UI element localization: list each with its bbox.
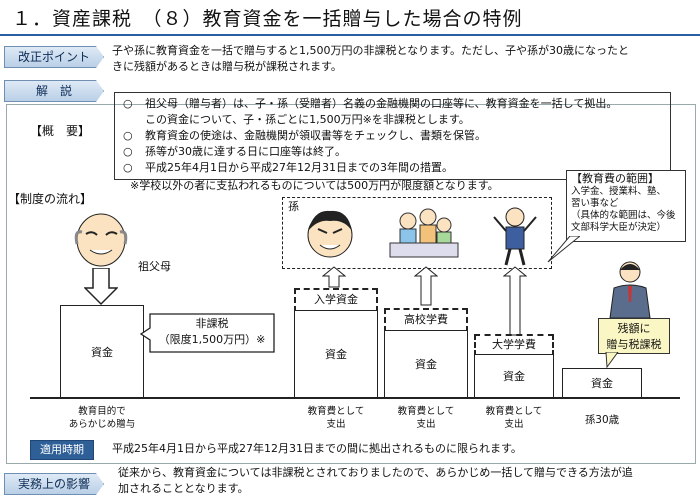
fund-box-stage2: 資金 (384, 330, 468, 398)
kaisetsu-tag: 解 説 (4, 80, 104, 102)
tax-free-callout: 非課税 （限度1,500万円）※ (158, 317, 266, 346)
caption-stage3: 教育費として支出 (485, 406, 543, 430)
caption-age30: 孫30歳 (584, 414, 620, 426)
grandchild-group (282, 197, 552, 269)
gaiyo-item: ○教育資金の使途は、金融機関が領収書等をチェックし、書類を保管。 (123, 129, 486, 142)
caption-stage1: 教育費として支出 (307, 406, 365, 430)
timeline-baseline (30, 397, 680, 399)
gaiyo-label: 【概 要】 (30, 124, 91, 138)
kyoikuhi-note: 【教育費の範囲】 入学金、授業料、塾、 習い事など （具体的な範囲は、今後 文部… (566, 170, 686, 242)
tax-free-callout-shape (140, 313, 275, 353)
kyoikuhi-title: 【教育費の範囲】 (571, 172, 659, 185)
grandchild-label: 孫 (288, 200, 299, 213)
caption-stage2: 教育費として支出 (397, 406, 455, 430)
family-study-icon (389, 208, 459, 258)
residual-callout-pointer (605, 352, 619, 368)
up-arrow-icon (503, 266, 527, 336)
gaiyo-footnote: ※学校以外の者に支払われるものについては500万円が限度額となります。 (130, 179, 499, 192)
fund-box-remaining: 資金 (562, 368, 642, 398)
angry-child-icon (307, 210, 353, 258)
stage-daigaku-label: 大学学費 (492, 338, 536, 351)
gaiyo-item: ○孫等が30歳に達する日に口座等は終了。 (123, 145, 346, 158)
stage-nyugaku-label: 入学資金 (314, 293, 358, 306)
title-divider (0, 34, 700, 36)
explanation-frame (6, 104, 696, 464)
up-arrow-icon (414, 266, 438, 306)
graduate-icon (493, 207, 537, 266)
fund-box-gift: 資金 (60, 305, 144, 399)
kaisei-text-2: きに残額があるときは贈与税が課税されます。 (112, 60, 342, 73)
stage-kokou-label: 高校学費 (404, 313, 448, 326)
kaisei-point-tag: 改正ポイント (4, 46, 104, 68)
jitsumu-text-2: 加されることとなります。 (118, 482, 249, 495)
fund-box-stage1: 資金 (294, 310, 378, 398)
down-arrow-icon (84, 268, 118, 306)
jitsumu-text-1: 従来から、教育資金については非課税とされておりましたので、あらかじめ一括して贈与… (118, 466, 633, 479)
tax-officer-icon (609, 261, 651, 319)
grandfather-label: 祖父母 (138, 260, 171, 273)
flow-label: 【制度の流れ】 (8, 192, 93, 206)
tekiyo-text: 平成25年4月1日から平成27年12月31日までの間に拠出されるものに限られます… (112, 442, 522, 455)
fund-box-stage3: 資金 (474, 354, 554, 398)
jitsumu-tag: 実務上の影響 (4, 473, 104, 495)
page-title: １．資産課税 （８）教育資金を一括贈与した場合の特例 (12, 8, 523, 30)
caption-gift: 教育目的であらかじめ贈与 (68, 406, 136, 430)
up-arrow-icon (322, 266, 346, 288)
kyoikuhi-pointer (547, 236, 580, 263)
grandfather-icon (74, 213, 128, 267)
gaiyo-item: ○平成25年4月1日から平成27年12月31日までの3年間の措置。 (123, 161, 453, 174)
gaiyo-item: この資金について、子・孫ごとに1,500万円※を非課税とします。 (145, 113, 470, 126)
tekiyo-tag: 適用時期 (30, 440, 94, 460)
residual-tax-callout: 残額に 贈与税課税 (598, 318, 670, 354)
kaisei-text-1: 子や孫に教育資金を一括で贈与すると1,500万円の非課税となります。ただし、子や… (112, 44, 630, 57)
gaiyo-item: ○祖父母（贈与者）は、子・孫（受贈者）名義の金融機関の口座等に、教育資金を一括し… (123, 97, 618, 110)
gaiyo-box: ○祖父母（贈与者）は、子・孫（受贈者）名義の金融機関の口座等に、教育資金を一括し… (114, 92, 671, 180)
